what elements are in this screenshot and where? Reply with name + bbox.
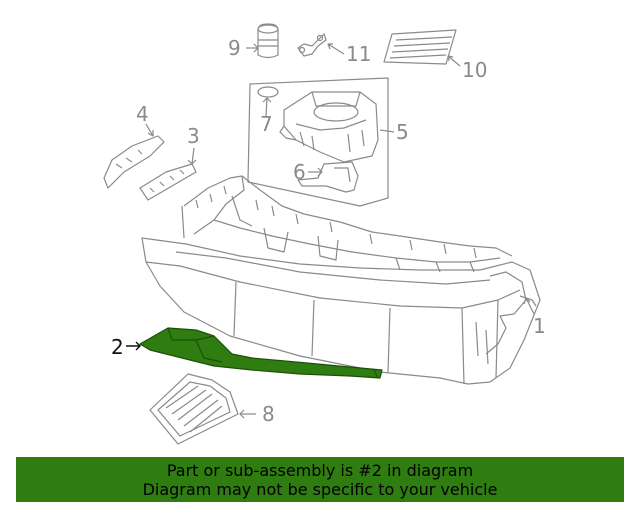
part-1-console[interactable] [141, 175, 541, 385]
callout-4: 4 [136, 102, 149, 126]
part-5-housing[interactable] [279, 91, 379, 163]
part-8-tray[interactable] [149, 373, 239, 445]
part-10-pad[interactable] [383, 29, 457, 65]
callout-5: 5 [396, 120, 409, 144]
banner-line-2: Diagram may not be specific to your vehi… [142, 480, 498, 499]
part-9-cup-insert[interactable] [257, 23, 279, 59]
callout-11: 11 [346, 42, 372, 66]
leader-lines [145, 43, 535, 419]
callout-3: 3 [187, 124, 200, 148]
part-2-highlighted-panel[interactable] [139, 327, 383, 379]
callout-2: 2 [111, 335, 124, 359]
callout-6: 6 [293, 160, 306, 184]
callout-7: 7 [260, 112, 273, 136]
part-3-bezel[interactable] [139, 163, 197, 201]
parts-diagram [103, 23, 541, 445]
callout-9: 9 [228, 36, 241, 60]
info-banner: Part or sub-assembly is #2 in diagram Di… [16, 457, 624, 502]
part-11-bracket[interactable] [297, 33, 327, 57]
callout-1: 1 [533, 314, 546, 338]
part-5-group-box [247, 77, 389, 207]
leader-line-2 [126, 341, 141, 351]
part-4-trim[interactable] [103, 135, 165, 189]
callout-10: 10 [462, 58, 488, 82]
banner-line-1: Part or sub-assembly is #2 in diagram [166, 461, 474, 480]
part-6-clip[interactable] [297, 161, 359, 193]
part-7-ring[interactable] [257, 86, 279, 98]
callout-8: 8 [262, 402, 275, 426]
